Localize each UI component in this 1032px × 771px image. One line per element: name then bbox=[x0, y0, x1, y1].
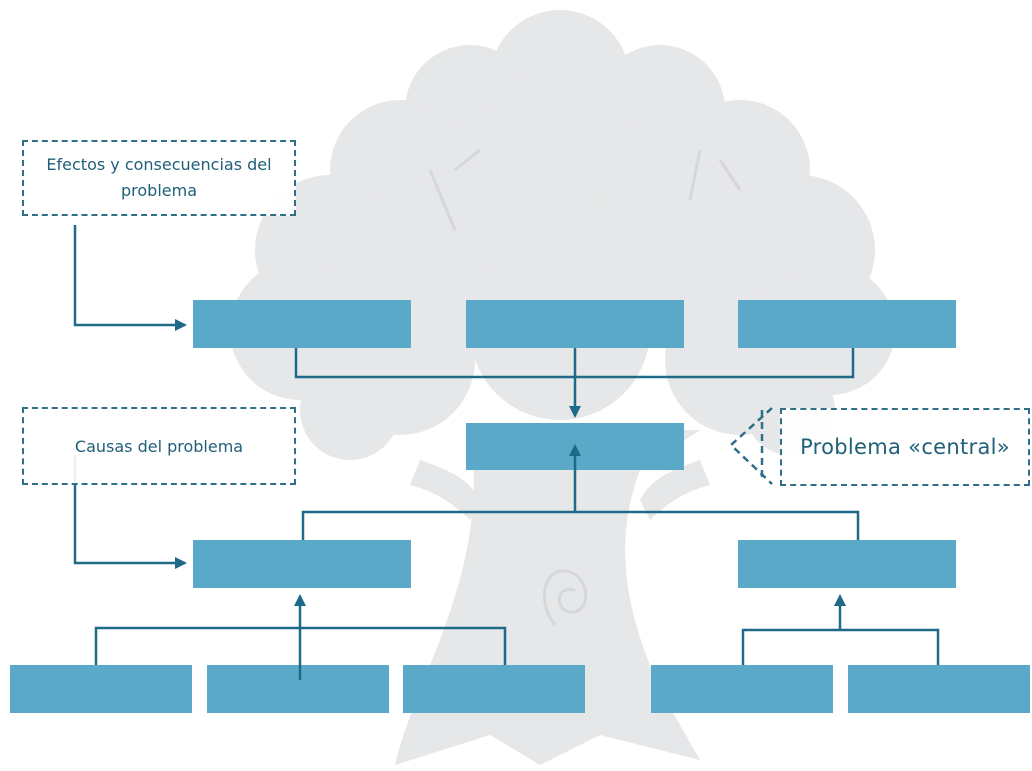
subcause-box-3 bbox=[403, 665, 585, 713]
cause-box-2 bbox=[738, 540, 956, 588]
subcause-box-2 bbox=[207, 665, 389, 713]
effects-label: Efectos y consecuencias del problema bbox=[22, 140, 296, 216]
central-problem-label-text: Problema «central» bbox=[800, 435, 1010, 459]
effect-box-2 bbox=[466, 300, 684, 348]
causes-label: Causas del problema bbox=[22, 407, 296, 485]
cause-box-1 bbox=[193, 540, 411, 588]
subcause-box-5 bbox=[848, 665, 1030, 713]
dashed-chevron-left-icon bbox=[729, 407, 773, 485]
effect-box-3 bbox=[738, 300, 956, 348]
subcause-box-1 bbox=[10, 665, 192, 713]
effect-box-1 bbox=[193, 300, 411, 348]
causes-label-text: Causas del problema bbox=[74, 436, 244, 456]
subcause-box-4 bbox=[651, 665, 833, 713]
causes-pointer-arrow bbox=[73, 455, 187, 569]
central-problem-label: Problema «central» bbox=[780, 408, 1030, 486]
effects-label-text: Efectos y consecuencias del problema bbox=[46, 155, 272, 200]
effects-pointer-arrow bbox=[73, 225, 187, 331]
